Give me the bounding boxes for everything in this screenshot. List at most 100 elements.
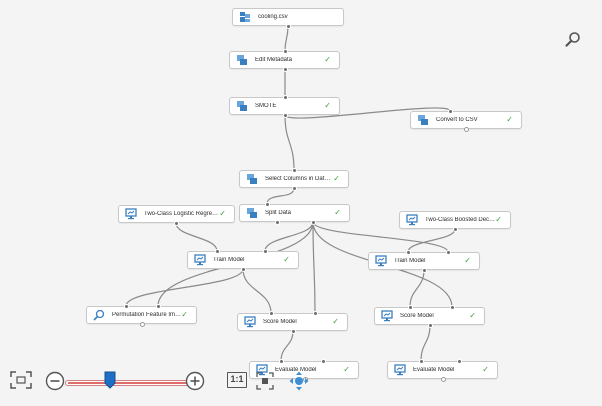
module-label: Train Model: [213, 257, 245, 263]
input-port[interactable]: [155, 303, 161, 309]
output-port[interactable]: [452, 226, 458, 232]
zoom-slider[interactable]: [65, 380, 193, 386]
model-icon: [388, 364, 406, 376]
zoom-in-icon[interactable]: [185, 371, 205, 391]
status-check-icon: ✓: [482, 365, 489, 374]
connection-edge[interactable]: [312, 221, 449, 253]
output-port[interactable]: [427, 322, 433, 328]
connection-edge[interactable]: [409, 269, 425, 308]
zoom-slider-thumb[interactable]: [104, 371, 116, 389]
zoom-toolbar: 1:1: [8, 366, 328, 398]
input-port[interactable]: [262, 248, 268, 254]
input-port[interactable]: [123, 303, 129, 309]
model-icon: [369, 255, 387, 267]
output-port[interactable]: [440, 376, 446, 382]
module-node-split[interactable]: Split Data ✓: [239, 204, 350, 222]
input-port[interactable]: [320, 358, 326, 364]
input-port[interactable]: [407, 304, 413, 310]
connection-edge[interactable]: [266, 187, 295, 205]
input-port[interactable]: [405, 249, 411, 255]
input-port[interactable]: [264, 201, 270, 207]
output-port[interactable]: [291, 185, 297, 191]
module-icon: [240, 207, 258, 219]
module-label: Permutation Feature Import...: [112, 312, 182, 318]
status-check-icon: ✓: [506, 115, 513, 124]
connection-edge[interactable]: [420, 324, 431, 362]
module-node-convert[interactable]: Convert to CSV ✓: [410, 111, 522, 129]
model-icon: [238, 316, 256, 328]
connection-edge[interactable]: [284, 25, 289, 52]
output-port[interactable]: [285, 23, 291, 29]
connection-edge[interactable]: [284, 107, 451, 119]
minimap-icon[interactable]: [256, 372, 274, 390]
connection-edge[interactable]: [125, 268, 244, 307]
pan-icon[interactable]: [289, 371, 309, 391]
actual-size-button[interactable]: 1:1: [227, 372, 247, 388]
fit-to-screen-icon[interactable]: [10, 371, 32, 389]
status-check-icon: ✓: [332, 317, 339, 326]
module-label: Two-Class Logistic Regression: [144, 211, 220, 217]
module-label: Split Data: [265, 210, 292, 216]
output-port[interactable]: [421, 267, 427, 273]
status-check-icon: ✓: [324, 101, 331, 110]
model-icon: [400, 214, 418, 226]
connection-edge[interactable]: [312, 221, 316, 314]
dataset-icon: [233, 11, 251, 23]
input-port[interactable]: [456, 358, 462, 364]
input-port[interactable]: [418, 358, 424, 364]
input-port[interactable]: [278, 358, 284, 364]
output-port[interactable]: [463, 126, 469, 132]
magnify-module-icon: [87, 309, 105, 321]
module-label: Score Model: [263, 319, 297, 325]
module-node-train2[interactable]: Train Model ✓: [368, 252, 480, 270]
model-icon: [250, 364, 268, 376]
module-label: Convert to CSV: [436, 117, 478, 123]
module-label: SMOTE: [255, 103, 277, 109]
module-icon: [411, 114, 429, 126]
model-icon: [119, 208, 137, 220]
output-port[interactable]: [240, 266, 246, 272]
output-port[interactable]: [274, 219, 280, 225]
output-port[interactable]: [290, 328, 296, 334]
input-port[interactable]: [312, 310, 318, 316]
connection-edge[interactable]: [407, 228, 456, 253]
module-label: Select Columns in Dataset: [265, 176, 334, 182]
input-port[interactable]: [291, 167, 297, 173]
input-port[interactable]: [447, 108, 453, 114]
input-port[interactable]: [282, 94, 288, 100]
output-port[interactable]: [310, 219, 316, 225]
output-port[interactable]: [139, 321, 145, 327]
input-port[interactable]: [449, 304, 455, 310]
status-check-icon: ✓: [283, 255, 290, 264]
module-icon: [240, 173, 258, 185]
model-icon: [188, 254, 206, 266]
model-icon: [375, 310, 393, 322]
zoom-out-icon[interactable]: [45, 371, 65, 391]
module-icon: [230, 100, 248, 112]
output-port[interactable]: [282, 112, 288, 118]
status-check-icon: ✓: [343, 365, 350, 374]
connection-edge[interactable]: [284, 114, 295, 171]
module-icon: [230, 54, 248, 66]
input-port[interactable]: [282, 48, 288, 54]
status-check-icon: ✓: [334, 208, 341, 217]
output-port[interactable]: [282, 66, 288, 72]
module-label: Train Model: [394, 258, 426, 264]
output-port[interactable]: [173, 220, 179, 226]
connection-edge[interactable]: [264, 221, 314, 252]
status-check-icon: ✓: [495, 215, 502, 224]
connection-edge[interactable]: [280, 330, 294, 362]
input-port[interactable]: [268, 310, 274, 316]
module-label: Edit Metadata: [255, 57, 293, 63]
input-port[interactable]: [214, 248, 220, 254]
status-check-icon: ✓: [464, 256, 471, 265]
input-port[interactable]: [445, 249, 451, 255]
status-check-icon: ✓: [219, 209, 226, 218]
search-icon[interactable]: [564, 31, 582, 49]
status-check-icon: ✓: [324, 55, 331, 64]
connection-edge[interactable]: [175, 222, 218, 252]
connection-edge[interactable]: [242, 268, 272, 314]
module-label: cooling.csv: [258, 14, 288, 20]
